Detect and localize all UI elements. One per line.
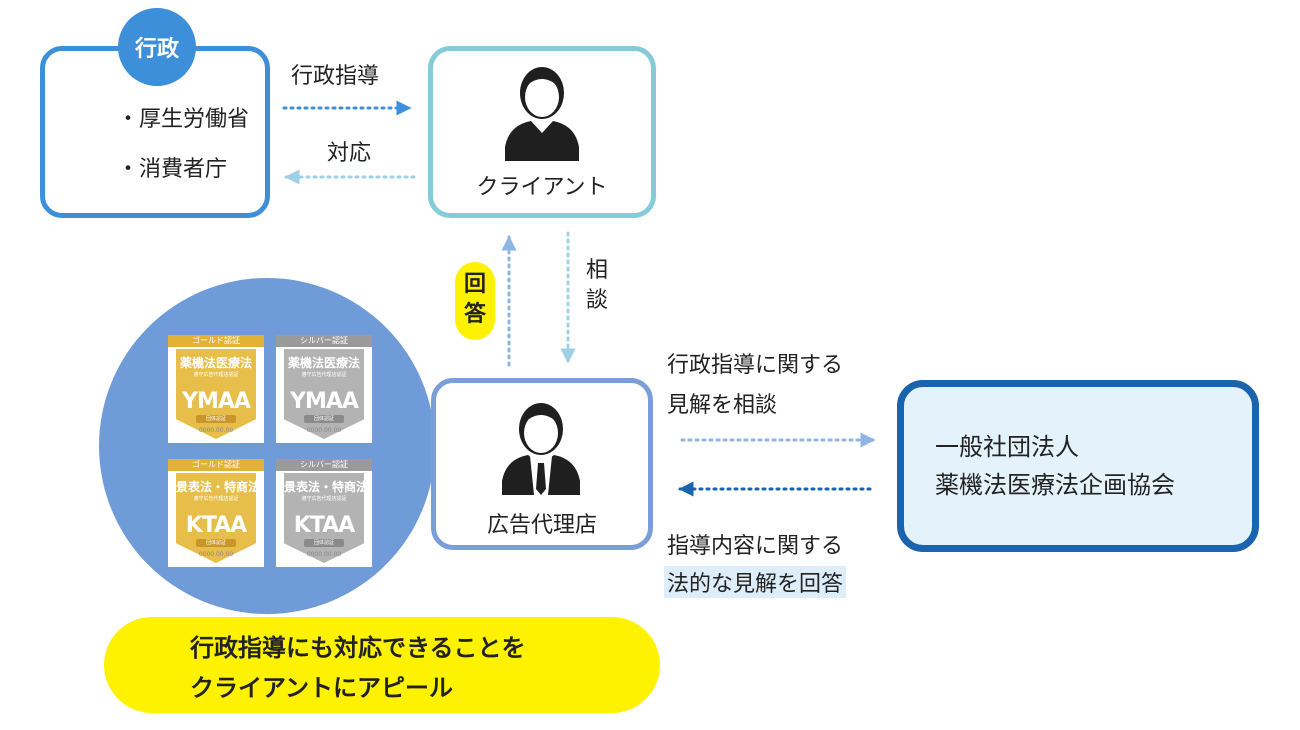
badge-code: KTAA xyxy=(293,513,355,538)
badge-ribbon: 団体認証 xyxy=(304,539,344,547)
edge-label-consult-char-2: 談 xyxy=(585,288,608,313)
badge-header: シルバー認証 xyxy=(276,459,372,471)
badge-date: 0000.00.00 xyxy=(198,551,234,558)
association-line-2: 薬機法医療法企画協会 xyxy=(935,471,1175,499)
badge-header: シルバー認証 xyxy=(276,335,372,347)
badge-subtitle: 遵守広告代理店認証 xyxy=(193,496,239,502)
badge-date: 0000.00.00 xyxy=(306,551,342,558)
badge-subtitle: 遵守広告代理店認証 xyxy=(301,496,347,502)
client-label: クライアント xyxy=(476,175,608,200)
edge-label-consult-char-1: 相 xyxy=(585,258,608,283)
association-line-1: 一般社団法人 xyxy=(935,433,1079,461)
badge-shield: 景表法・特商法 遵守広告代理店認証 KTAA 団体認証 xyxy=(176,473,256,563)
badge-ribbon: 団体認証 xyxy=(304,415,344,423)
gov-item-mhlw: ・厚生労働省 xyxy=(117,107,250,132)
badge-ribbon: 団体認証 xyxy=(196,415,236,423)
badge-shield: 薬機法医療法 遵守広告代理店認証 YMAA 団体認証 xyxy=(176,349,256,439)
badge-bubble xyxy=(99,278,435,614)
edge-label-admin-guidance: 行政指導 xyxy=(291,64,380,89)
agency-box: 広告代理店 xyxy=(431,378,653,550)
appeal-line-1: 行政指導にも対応できることを xyxy=(190,634,526,662)
badge-shield: 景表法・特商法 遵守広告代理店認証 KTAA 団体認証 xyxy=(284,473,364,563)
person-icon xyxy=(505,67,579,161)
edge-label-consult-view-2: 見解を相談 xyxy=(667,393,778,418)
badge-subtitle: 遵守広告代理店認証 xyxy=(193,372,239,378)
edge-label-answer-view-2: 法的な見解を回答 xyxy=(664,566,847,598)
badge-date: 0000.00.00 xyxy=(198,427,234,434)
agency-label: 広告代理店 xyxy=(486,513,597,538)
badge-code: YMAA xyxy=(290,389,359,414)
edge-label-answer: 回 答 xyxy=(455,262,495,340)
badge-gold-ktaa: ゴールド認証 景表法・特商法 遵守広告代理店認証 KTAA 団体認証 0000.… xyxy=(168,459,264,567)
badge-title: 景表法・特商法 xyxy=(176,480,256,494)
edge-label-answer-char-2: 答 xyxy=(463,302,486,327)
government-badge: 行政 xyxy=(118,8,196,86)
appeal-banner xyxy=(104,617,660,713)
appeal-line-2: クライアントにアピール xyxy=(190,674,454,702)
badge-gold-ymaa: ゴールド認証 薬機法医療法 遵守広告代理店認証 YMAA 団体認証 0000.0… xyxy=(168,335,264,443)
badge-header: ゴールド認証 xyxy=(168,335,264,347)
badge-code: KTAA xyxy=(185,513,247,538)
badge-title: 薬機法医療法 xyxy=(287,356,360,370)
badge-subtitle: 遵守広告代理店認証 xyxy=(301,372,347,378)
badge-title: 景表法・特商法 xyxy=(284,480,364,494)
badge-shield: 薬機法医療法 遵守広告代理店認証 YMAA 団体認証 xyxy=(284,349,364,439)
badge-silver-ymaa: シルバー認証 薬機法医療法 遵守広告代理店認証 YMAA 団体認証 0000.0… xyxy=(276,335,372,443)
badge-code: YMAA xyxy=(182,389,251,414)
edge-label-answer-view-1: 指導内容に関する xyxy=(667,534,844,559)
edge-label-consult-view-1: 行政指導に関する xyxy=(667,353,844,378)
badge-title: 薬機法医療法 xyxy=(179,356,252,370)
badge-date: 0000.00.00 xyxy=(306,427,342,434)
edge-label-consult: 相 談 xyxy=(582,256,612,316)
edge-label-response: 対応 xyxy=(327,141,372,166)
association-box xyxy=(897,380,1259,552)
client-box: クライアント xyxy=(428,46,656,218)
badge-ribbon: 団体認証 xyxy=(196,539,236,547)
badge-header: ゴールド認証 xyxy=(168,459,264,471)
badge-silver-ktaa: シルバー認証 景表法・特商法 遵守広告代理店認証 KTAA 団体認証 0000.… xyxy=(276,459,372,567)
gov-item-caa: ・消費者庁 xyxy=(117,157,228,182)
edge-label-answer-char-1: 回 xyxy=(463,272,486,297)
person-tie-icon xyxy=(502,403,580,495)
